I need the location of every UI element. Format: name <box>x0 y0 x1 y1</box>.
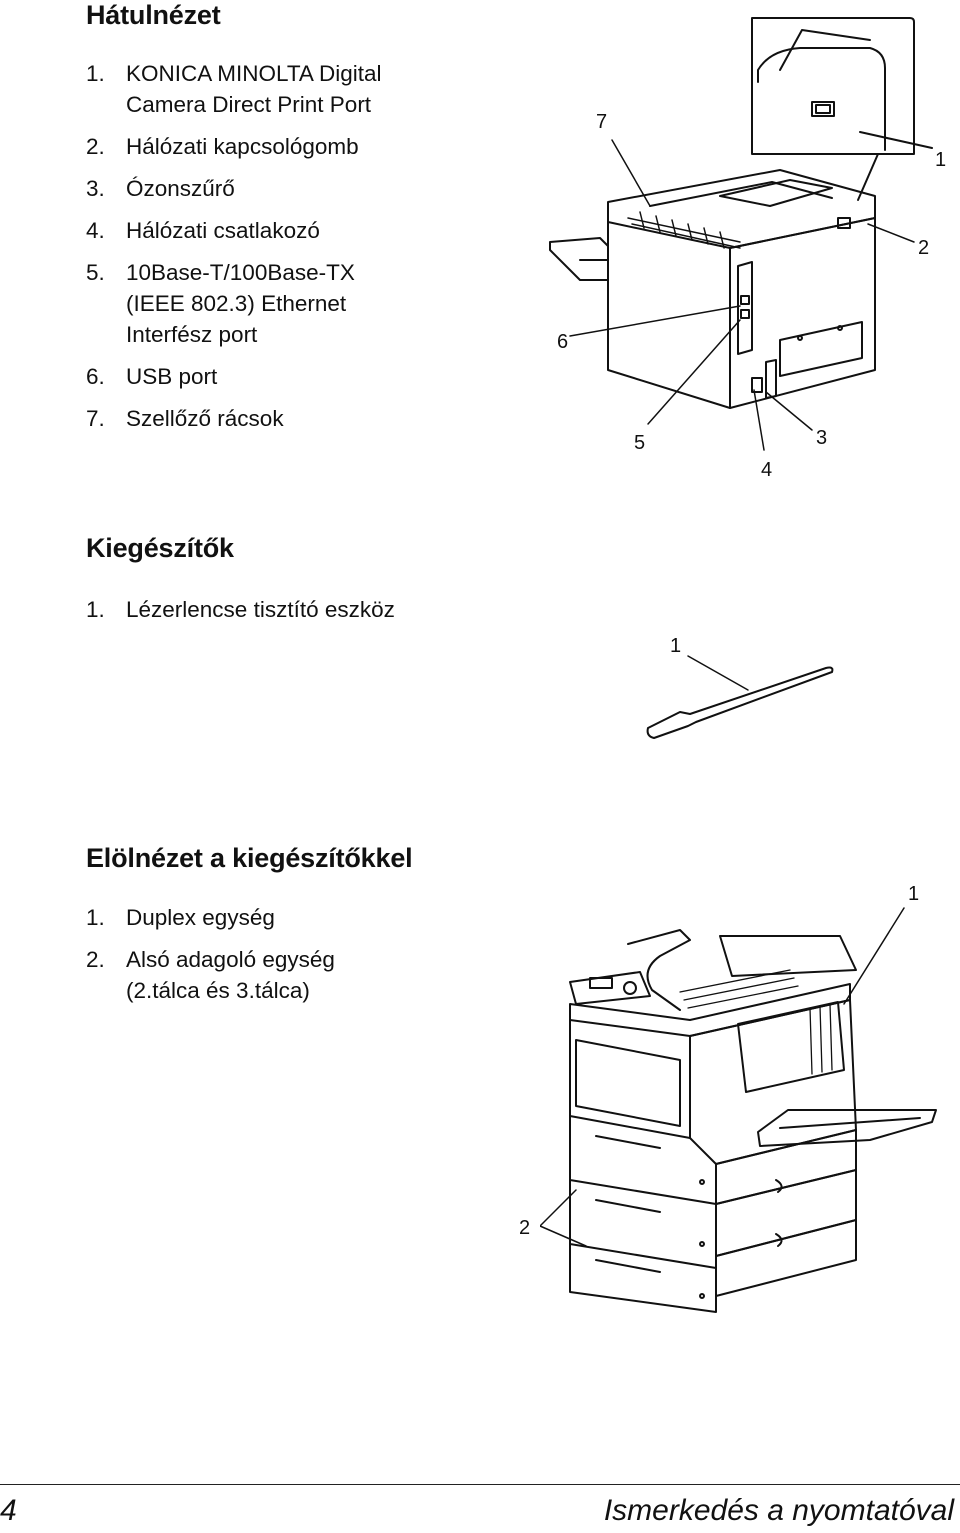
callout-4: 4 <box>761 459 773 481</box>
callout-5: 5 <box>634 432 646 454</box>
rear-view-printer-illustration <box>549 17 933 451</box>
heading-front-view: Elölnézet a kiegészítőkkel <box>86 843 413 873</box>
accessories-list: 1.Lézerlencse tisztító eszköz <box>86 594 566 636</box>
heading-rear-view: Hátulnézet <box>86 0 221 30</box>
list-item: 6.USB port <box>86 364 218 389</box>
callout-accessory-1: 1 <box>670 635 682 657</box>
front-view-printer-illustration <box>540 907 937 1313</box>
list-item: 3.Ózonszűrő <box>86 176 235 201</box>
chapter-title: Ismerkedés a nyomtatóval <box>603 1494 954 1527</box>
callout-7: 7 <box>596 111 608 133</box>
lens-cleaning-tool-illustration <box>646 655 834 739</box>
list-item: 4.Hálózati csatlakozó <box>86 218 320 243</box>
page-number: 4 <box>0 1494 17 1527</box>
callout-3: 3 <box>816 427 828 449</box>
heading-accessories: Kiegészítők <box>86 533 234 563</box>
callout-front-1: 1 <box>908 883 920 905</box>
callout-1: 1 <box>935 149 947 171</box>
callout-front-2: 2 <box>519 1217 531 1239</box>
list-item: 1.Lézerlencse tisztító eszköz <box>86 597 395 622</box>
footer-divider <box>0 1484 960 1485</box>
list-item: 5.10Base-T/100Base-TX (IEEE 802.3) Ether… <box>86 260 355 347</box>
list-item: 2.Alsó adagoló egység (2.tálca és 3.tálc… <box>86 947 335 1003</box>
list-item: 1.Duplex egység <box>86 905 275 930</box>
callout-6: 6 <box>557 331 569 353</box>
callout-2: 2 <box>918 237 930 259</box>
list-item: 1.KONICA MINOLTA Digital Camera Direct P… <box>86 61 382 117</box>
front-view-list: 1.Duplex egység 2.Alsó adagoló egység (2… <box>86 902 506 1017</box>
list-item: 2.Hálózati kapcsológomb <box>86 134 359 159</box>
rear-view-list: 1.KONICA MINOLTA Digital Camera Direct P… <box>86 58 506 445</box>
list-item: 7.Szellőző rácsok <box>86 406 284 431</box>
